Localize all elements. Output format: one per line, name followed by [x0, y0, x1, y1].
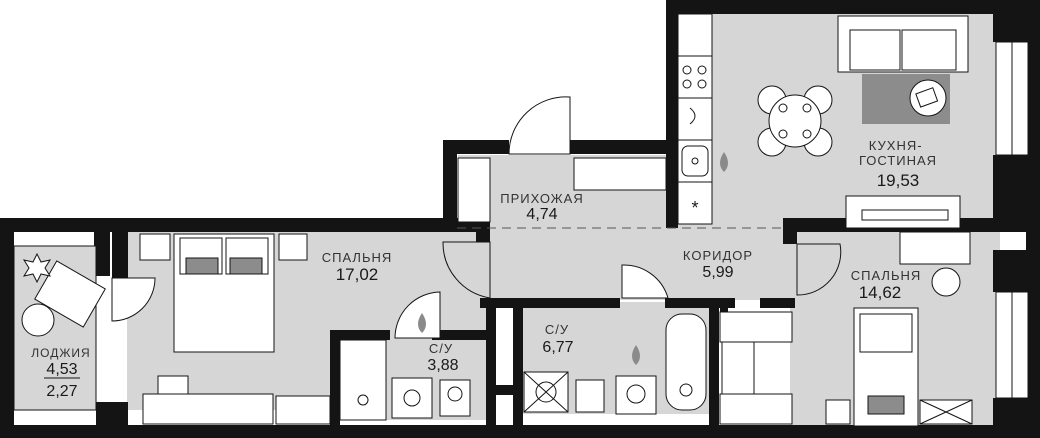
side-table	[21, 303, 55, 337]
coffee-table	[909, 79, 947, 117]
sink	[391, 377, 433, 419]
armchair	[34, 260, 106, 328]
chair	[931, 267, 961, 297]
nightstand	[278, 233, 308, 261]
room-label-hall: ПРИХОЖАЯ	[500, 191, 584, 206]
dining-table	[757, 85, 833, 157]
radiators	[275, 157, 793, 425]
nightstand	[825, 399, 851, 425]
bed-left	[173, 233, 275, 353]
water-drop-icon	[632, 345, 640, 365]
nightstand	[139, 233, 171, 261]
room-area-wc-small: 3,88	[427, 357, 458, 374]
chair	[157, 375, 189, 395]
kitchen-counter	[677, 13, 713, 225]
toilet	[439, 379, 471, 417]
doors	[111, 96, 842, 339]
plant-icon	[22, 252, 52, 284]
room-area-wc-large: 6,77	[542, 339, 573, 356]
fridge-symbol: *	[691, 198, 698, 218]
room-area-loggia-reduced: 2,27	[46, 383, 77, 400]
room-area-hall: 4,74	[526, 206, 557, 223]
sink	[615, 375, 657, 415]
room-area-bedroom-right: 14,62	[859, 283, 902, 302]
room-area-kitchen: 19,53	[877, 171, 920, 190]
room-area-corridor: 5,99	[702, 264, 733, 281]
room-label-bedroom-right: СПАЛЬНЯ	[851, 268, 922, 283]
bed-right	[853, 307, 919, 427]
windows	[995, 41, 1029, 399]
room-label-corridor: КОРИДОР	[683, 248, 753, 263]
water-drop-icon	[418, 313, 426, 333]
water-drop-icons	[418, 152, 728, 365]
bathtub	[339, 339, 387, 421]
toilet	[575, 379, 605, 413]
desk	[142, 393, 274, 425]
room-area-bedroom-left: 17,02	[336, 265, 379, 284]
room-label-kitchen: КУХНЯ- ГОСТИНАЯ	[859, 138, 937, 168]
bathtub	[665, 313, 707, 411]
desk	[899, 231, 971, 265]
sofa	[837, 15, 969, 73]
tv-console	[845, 195, 961, 229]
room-label-bedroom-left: СПАЛЬНЯ	[322, 250, 393, 265]
room-label-wc-small: С/У	[429, 341, 453, 356]
water-drop-icon	[720, 152, 728, 172]
room-area-loggia: 4,53	[46, 361, 77, 378]
room-label-loggia: ЛОДЖИЯ	[31, 346, 90, 360]
room-label-wc-large: С/У	[545, 322, 569, 337]
